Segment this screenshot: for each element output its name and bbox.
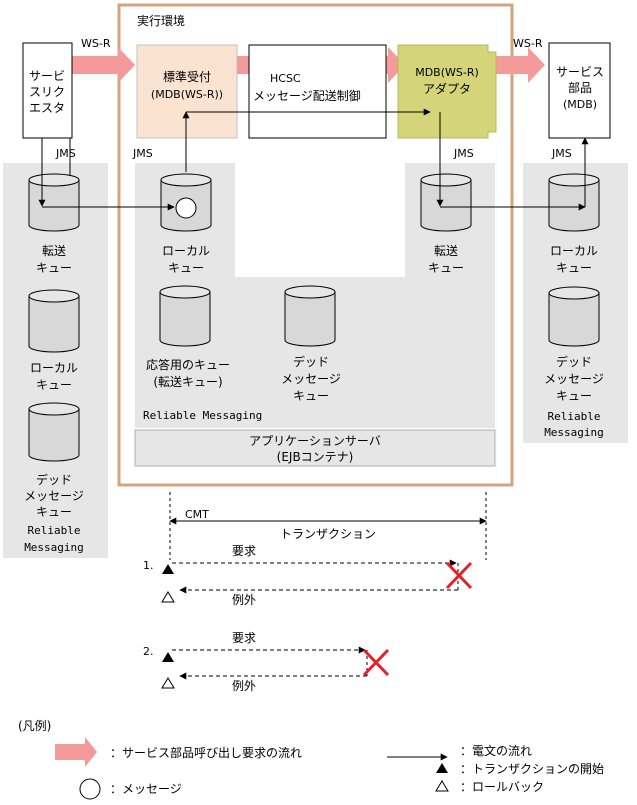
center-dead-queue-label3: キュー [293,389,329,403]
ws-r-label-right: WS-R [513,37,543,50]
left-local-queue [28,289,80,353]
case2-tx-start-icon [162,652,174,662]
center-dead-queue-label2: メッセージ [281,372,341,386]
response-queue-label1: 応答用のキュー [146,357,230,372]
jms-label-center-left: JMS [132,147,153,160]
left-dead-queue-label2: メッセージ [24,489,84,503]
case2-exception-label: 例外 [232,679,256,693]
right-local-queue [548,173,600,232]
case1-rollback-icon [161,591,175,603]
left-rm-label1: Reliable [28,524,81,537]
center-dead-queue [284,285,336,347]
cmt-label: CMT [185,508,209,521]
center-dead-queue-label1: デッド [293,354,329,369]
message-circle [175,197,197,219]
case2-number: 2. [143,645,154,658]
mdb-adapter-box [397,44,497,139]
ws-r-arrow-component [485,47,545,83]
service-requester-line2: スリク [29,85,65,99]
case2-rollback-icon [161,677,175,689]
legend-title: (凡例) [18,719,51,733]
case1-number: 1. [143,559,154,572]
legend-tx-start-icon [436,763,448,773]
ws-r-arrow-requester [70,47,135,83]
case1-exception-label: 例外 [232,593,256,607]
left-rm-label2: Messaging [24,541,84,554]
case2-cross-icon [362,648,390,677]
service-requester-line1: サービ [29,69,65,83]
legend-rollback: ：ロールバック [460,780,544,794]
runtime-env-border [117,3,514,487]
hcsc-line2: メッセージ配送制御 [253,88,361,103]
case1-cross-icon [445,561,473,590]
standard-receiver-box [136,44,238,139]
jms-label-right: JMS [551,147,572,160]
legend-message: ：メッセージ [110,782,182,796]
right-rm-label2: Messaging [544,426,604,439]
response-queue-label2: (転送キュー) [153,374,222,389]
response-queue [159,285,211,347]
hcsc-line1: HCSC [270,72,301,85]
transaction-bracket [169,492,487,560]
right-dead-queue-label1: デッド [556,354,592,369]
ws-r-label-left: WS-R [81,37,111,50]
app-server-line1: アプリケーションサーバ [249,434,381,448]
case1-tx-start-icon [162,564,174,574]
mdb-adapter-line2: アダプタ [423,81,471,96]
legend-tx-start: ：トランザクションの開始 [460,762,604,776]
left-dead-queue-label1: デッド [36,472,72,487]
legend-pink-arrow [55,737,97,767]
case2-request-label: 要求 [232,631,256,645]
service-requester-line3: エスタ [29,101,65,115]
left-local-queue-label2: キュー [36,378,72,392]
mdb-adapter-line1: MDB(WS-R) [415,66,479,79]
app-server-box [134,429,496,467]
center-rm-label: Reliable Messaging [143,409,262,422]
right-local-queue-label1: ローカル [550,244,598,258]
center-transfer-queue-label1: 転送 [434,243,458,258]
transaction-label: トランザクション [280,527,376,541]
left-transfer-queue [28,173,80,232]
service-component-line1: サービス [556,65,604,79]
hcsc-box [248,44,387,139]
center-transfer-queue [420,173,472,232]
service-requester-box [22,42,73,139]
right-dead-queue-label3: キュー [556,389,592,403]
right-local-queue-label2: キュー [556,261,592,275]
service-component-line3: (MDB) [563,98,597,111]
standard-receiver-line1: 標準受付 [163,69,211,84]
service-component-line2: 部品 [568,80,592,95]
left-local-queue-label1: ローカル [30,361,78,375]
message-flow-arrows [38,108,589,211]
standard-receiver-line2: (MDB(WS-R)) [151,88,223,101]
jms-label-left: JMS [55,147,76,160]
case1-request-label: 要求 [232,544,256,558]
right-dead-queue-label2: メッセージ [544,372,604,386]
left-dead-queue-label3: キュー [36,505,72,519]
legend-service-call: ：サービス部品呼び出し要求の流れ [110,745,302,760]
left-dead-queue [28,402,80,462]
right-rm-label1: Reliable [548,410,601,423]
runtime-env-title: 実行環境 [137,13,185,28]
center-local-queue-label2: キュー [168,261,204,275]
center-local-queue-label1: ローカル [162,244,210,258]
center-transfer-queue-label2: キュー [428,261,464,275]
left-transfer-queue-label2: キュー [36,261,72,275]
legend-rollback-icon [435,780,449,792]
left-transfer-queue-label1: 転送 [42,243,66,258]
jms-label-center-right: JMS [453,147,474,160]
service-component-box [548,42,611,139]
legend-message-circle [79,778,101,800]
right-dead-queue [548,286,600,347]
legend-message-flow: ：電文の流れ [460,743,532,758]
app-server-line2: (EJBコンテナ) [277,450,354,464]
